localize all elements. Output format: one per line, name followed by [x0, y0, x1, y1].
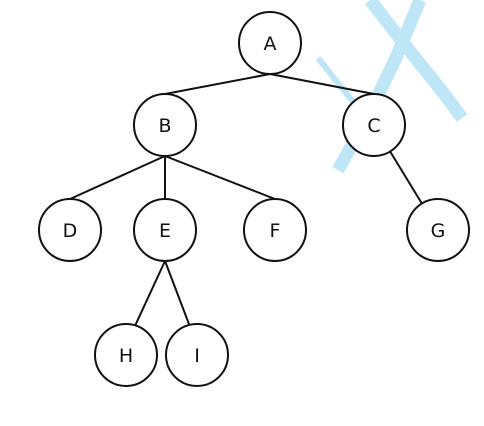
node-c: C [342, 93, 406, 157]
node-label-f: F [270, 220, 281, 242]
node-label-a: A [264, 33, 277, 55]
node-circle-h [94, 323, 158, 387]
node-label-d: D [63, 220, 78, 242]
node-h: H [94, 323, 158, 387]
node-d: D [38, 198, 102, 262]
node-f: F [243, 198, 307, 262]
node-circle-f [243, 198, 307, 262]
node-circle-d [38, 198, 102, 262]
node-e: E [133, 198, 197, 262]
node-a: A [238, 11, 302, 75]
node-circle-i [165, 323, 229, 387]
node-circle-e [133, 198, 197, 262]
edge-a-c [269, 73, 375, 95]
edge-b-d [69, 155, 166, 200]
node-circle-c [342, 93, 406, 157]
node-i: I [165, 323, 229, 387]
node-label-e: E [159, 220, 171, 242]
edge-c-g [389, 150, 423, 205]
node-circle-b [133, 93, 197, 157]
tree-nodes: A B C D E F G H I [38, 11, 470, 387]
node-label-h: H [119, 345, 133, 367]
edge-e-i [164, 260, 191, 326]
node-circle-a [238, 11, 302, 75]
edge-b-f [164, 155, 276, 200]
node-label-c: C [367, 115, 380, 137]
node-label-b: B [158, 115, 171, 137]
node-g: G [406, 198, 470, 262]
node-label-g: G [431, 220, 446, 242]
node-circle-g [406, 198, 470, 262]
edge-e-h [134, 260, 166, 326]
tree-edges [69, 73, 423, 326]
node-label-i: I [194, 345, 200, 367]
node-b: B [133, 93, 197, 157]
edge-a-b [164, 73, 271, 95]
